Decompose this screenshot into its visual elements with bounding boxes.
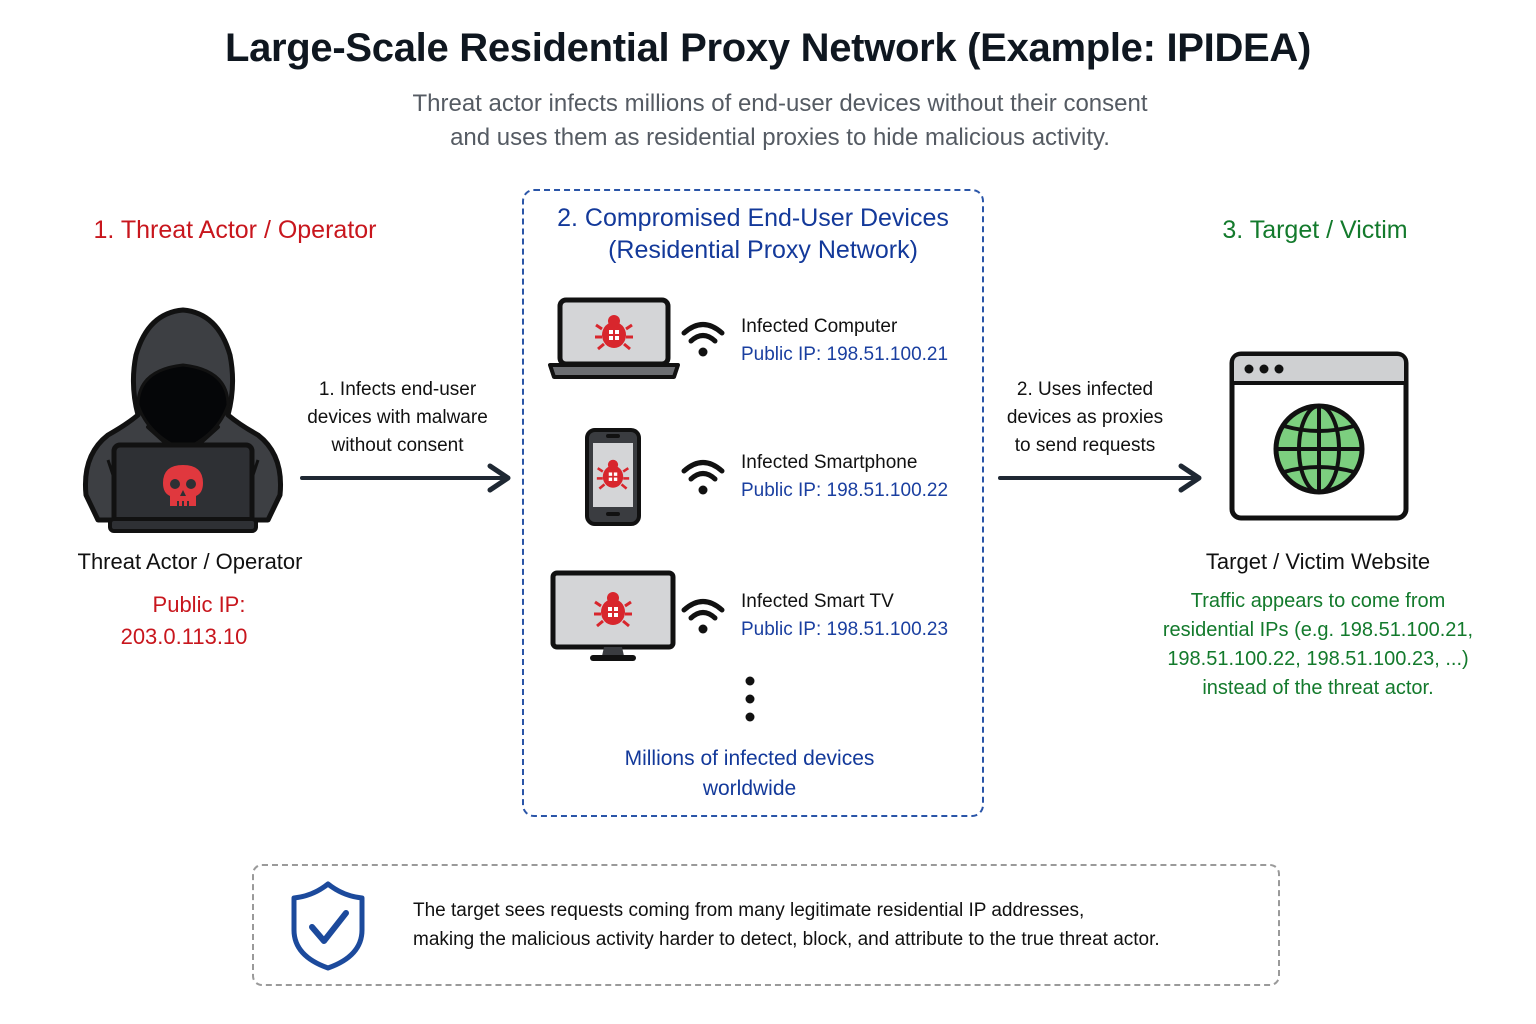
proxy-network-subheading: (Residential Proxy Network) xyxy=(608,236,918,264)
note-text: The target sees requests coming from man… xyxy=(413,896,1160,954)
proxy-network-box xyxy=(522,189,984,817)
target-label: Target / Victim Website xyxy=(1205,549,1431,574)
device-ip: Public IP: 198.51.100.21 xyxy=(741,344,949,365)
bug-icon xyxy=(594,592,632,628)
device-ip: Public IP: 198.51.100.23 xyxy=(741,619,949,640)
note-line: making the malicious activity harder to … xyxy=(413,929,1160,950)
subtitle-line-1: Threat actor infects millions of end-use… xyxy=(412,90,1148,117)
bug-icon xyxy=(596,459,630,490)
millions-line-1: Millions of infected devices xyxy=(624,747,875,770)
wifi-icon xyxy=(681,599,725,634)
threat-actor-heading: 1. Threat Actor / Operator xyxy=(93,216,377,244)
arrow-1-caption-line: without consent xyxy=(331,435,464,456)
arrow-2-caption: 2. Uses infected devices as proxies to s… xyxy=(985,376,1185,460)
bug-icon xyxy=(595,315,633,351)
subtitle-line-2: and uses them as residential proxies to … xyxy=(450,124,1110,151)
target-heading: 3. Target / Victim xyxy=(1222,216,1408,244)
arrow-2-caption-line: devices as proxies xyxy=(1006,407,1164,428)
arrow-1-caption-line: devices with malware xyxy=(307,407,488,428)
page-title: Large-Scale Residential Proxy Network (E… xyxy=(224,26,1312,70)
infected-smartphone-icon xyxy=(585,428,641,526)
infected-laptop-icon xyxy=(548,297,680,379)
target-note: Traffic appears to come from residential… xyxy=(1130,587,1506,703)
threat-actor-label: Threat Actor / Operator xyxy=(77,549,303,574)
skull-icon xyxy=(163,465,203,506)
hooded-hacker-icon xyxy=(82,307,284,533)
arrow-2-caption-line: 2. Uses infected xyxy=(1016,379,1154,400)
shield-check-icon xyxy=(291,881,365,971)
infected-smart-tv-icon xyxy=(550,570,676,661)
target-note-line: instead of the threat actor. xyxy=(1202,677,1434,699)
device-ip: Public IP: 198.51.100.22 xyxy=(741,480,949,501)
arrow-2-caption-line: to send requests xyxy=(1014,435,1156,456)
arrow-right-icon xyxy=(998,463,1202,493)
proxy-network-heading: 2. Compromised End-User Devices xyxy=(557,204,949,232)
note-line: The target sees requests coming from man… xyxy=(413,900,1085,921)
wifi-icon xyxy=(681,322,725,357)
target-note-line: 198.51.100.22, 198.51.100.23, ...) xyxy=(1167,648,1469,670)
device-name: Infected Smart TV xyxy=(741,591,894,612)
device-name: Infected Computer xyxy=(741,316,898,337)
globe-icon xyxy=(1273,403,1365,495)
wifi-icon xyxy=(681,460,725,495)
device-name: Infected Smartphone xyxy=(741,452,918,473)
millions-devices-caption: Millions of infected devices worldwide xyxy=(522,744,977,804)
target-note-line: Traffic appears to come from xyxy=(1190,590,1446,612)
arrow-1-caption-line: 1. Infects end-user xyxy=(318,379,477,400)
millions-line-2: worldwide xyxy=(702,777,797,800)
target-note-line: residential IPs (e.g. 198.51.100.21, xyxy=(1162,619,1474,641)
note-box xyxy=(252,864,1280,986)
arrow-1-caption: 1. Infects end-user devices with malware… xyxy=(290,376,505,460)
threat-actor-ip: 203.0.113.10 xyxy=(120,624,248,649)
arrow-right-icon xyxy=(300,463,511,493)
vertical-ellipsis-icon xyxy=(745,676,755,722)
browser-globe-icon xyxy=(1229,351,1409,521)
threat-actor-ip-label: Public IP: xyxy=(152,592,246,617)
